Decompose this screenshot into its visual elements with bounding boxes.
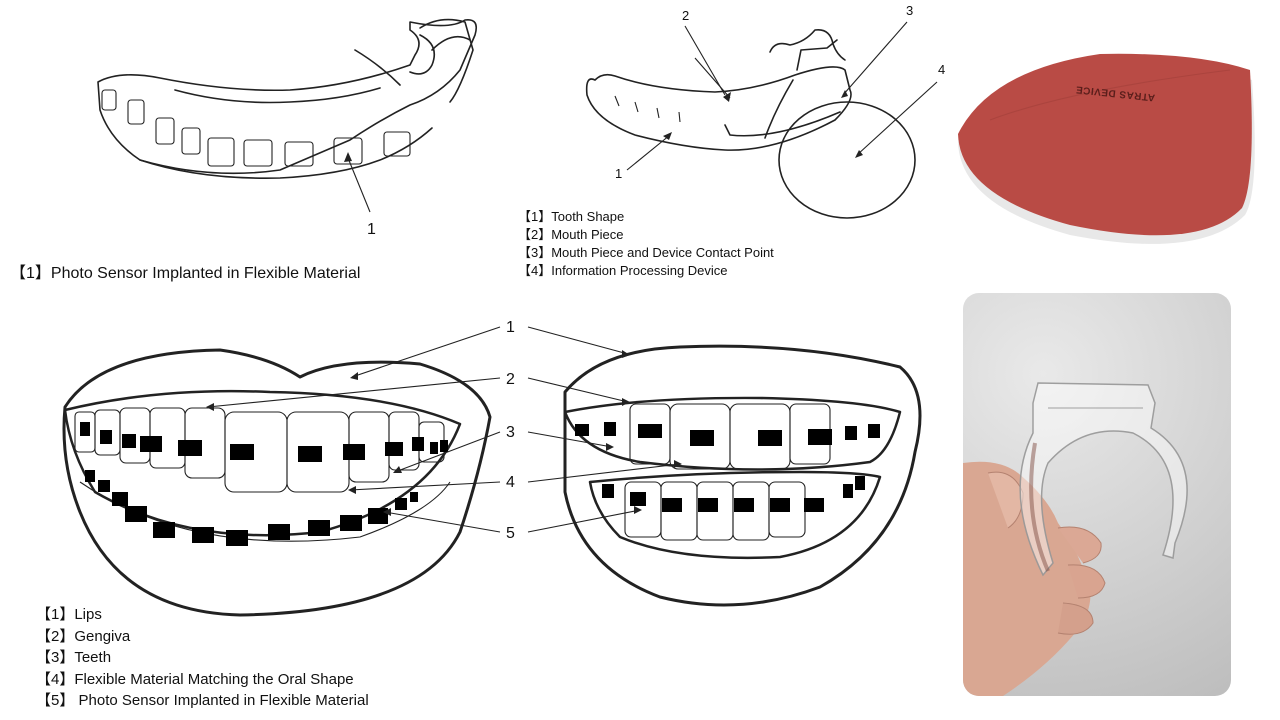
- legend-item-teeth: 【3】Teeth: [36, 649, 112, 666]
- mouthguard-photo-graphic: [963, 382, 1188, 696]
- mouthguard-photo: [963, 293, 1231, 696]
- fig3-marker-2: 2: [506, 371, 515, 388]
- mouthguard-drawing: 1: [97, 18, 478, 238]
- fig2-marker-4: 4: [938, 62, 945, 77]
- fig2-marker-3: 3: [906, 3, 913, 18]
- legend-item-gengiva: 【2】Gengiva: [36, 627, 131, 645]
- legend-item-tooth-shape: 【1】Tooth Shape: [518, 209, 625, 224]
- fig2-marker-2: 2: [682, 8, 689, 23]
- fig3-marker-3: 3: [506, 424, 515, 441]
- legend-item-mouth-piece: 【2】Mouth Piece: [518, 227, 624, 242]
- left-upper-teeth: [74, 407, 448, 493]
- mouthpiece-device-drawing: 2 3 4 1: [585, 3, 945, 219]
- fig2-legend: 【1】Tooth Shape 【2】Mouth Piece 【3】Mouth P…: [518, 208, 774, 280]
- fig3-marker-4: 4: [506, 474, 515, 491]
- fig1-marker-1: 1: [367, 221, 376, 238]
- mouth-views-drawing: 1 2 3 4 5: [62, 319, 922, 617]
- fig3-marker-5: 5: [506, 525, 515, 542]
- atras-device-render: ATRAS DEVICE: [958, 53, 1255, 244]
- legend-item-photo-sensor: 【5】 Photo Sensor Implanted in Flexible M…: [36, 692, 369, 709]
- fig2-marker-1: 1: [615, 166, 622, 181]
- right-lower-teeth: [602, 476, 865, 541]
- right-upper-teeth: [575, 403, 880, 470]
- legend-item-processing-device: 【4】Information Processing Device: [518, 263, 728, 278]
- legend-item-flexible-material: 【4】Flexible Material Matching the Oral S…: [36, 670, 354, 688]
- fig3-marker-1: 1: [506, 319, 515, 336]
- fig3-legend: 【1】Lips 【2】Gengiva 【3】Teeth 【4】Flexible …: [36, 604, 369, 712]
- fig1-caption: 【1】Photo Sensor Implanted in Flexible Ma…: [10, 265, 361, 282]
- legend-item-lips: 【1】Lips: [36, 606, 102, 623]
- legend-item-contact-point: 【3】Mouth Piece and Device Contact Point: [518, 245, 774, 260]
